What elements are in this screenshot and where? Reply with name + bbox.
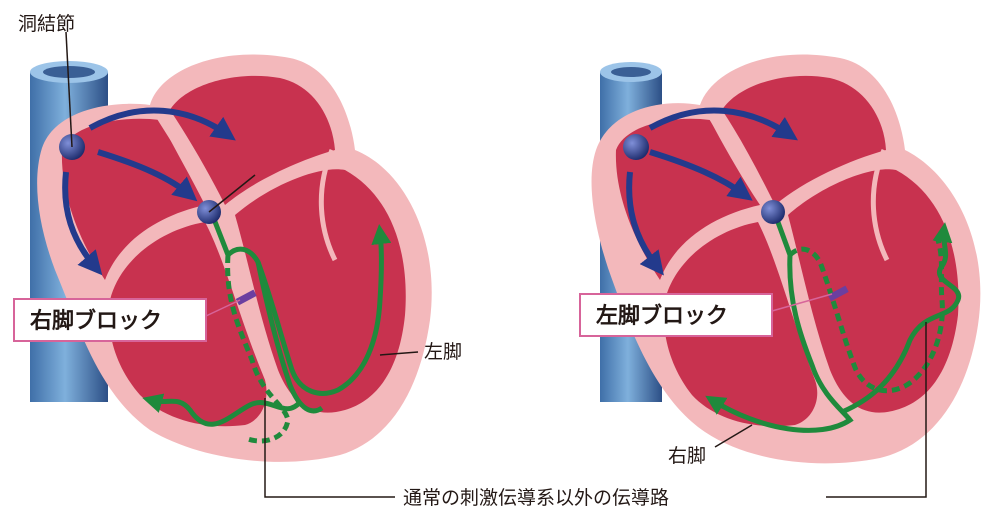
alt-pathway-bracket xyxy=(264,322,927,498)
left-bundle-label: 左脚 xyxy=(424,341,462,363)
right-bundle-label: 右脚 xyxy=(668,445,706,467)
alt-pathway-label: 通常の刺激伝導系以外の伝導路 xyxy=(403,487,669,509)
left-atrium-left xyxy=(170,75,335,206)
right-atrium-left xyxy=(61,118,205,280)
block-mark-icon xyxy=(827,285,849,302)
block-mark-icon xyxy=(235,289,257,306)
left-ventricle-right xyxy=(788,169,959,413)
heart-right-lbbb xyxy=(591,54,981,464)
conduction-system-left xyxy=(142,213,392,444)
rbbb-label: 右脚ブロック xyxy=(30,308,162,334)
left-atrium-right xyxy=(722,75,886,206)
rbbb-callout: 右脚ブロック xyxy=(13,298,241,342)
right-atrium-right xyxy=(615,118,760,280)
sinus-node-icon xyxy=(623,134,649,160)
lbbb-label: 左脚ブロック xyxy=(596,303,728,329)
lbbb-callout: 左脚ブロック xyxy=(579,293,833,337)
conduction-arrow-icon xyxy=(626,107,798,276)
sinus-node-label: 洞結節 xyxy=(18,13,75,35)
heart-left-rbbb xyxy=(30,31,432,462)
conduction-arrow-icon xyxy=(62,107,236,276)
av-node-icon xyxy=(761,200,785,224)
